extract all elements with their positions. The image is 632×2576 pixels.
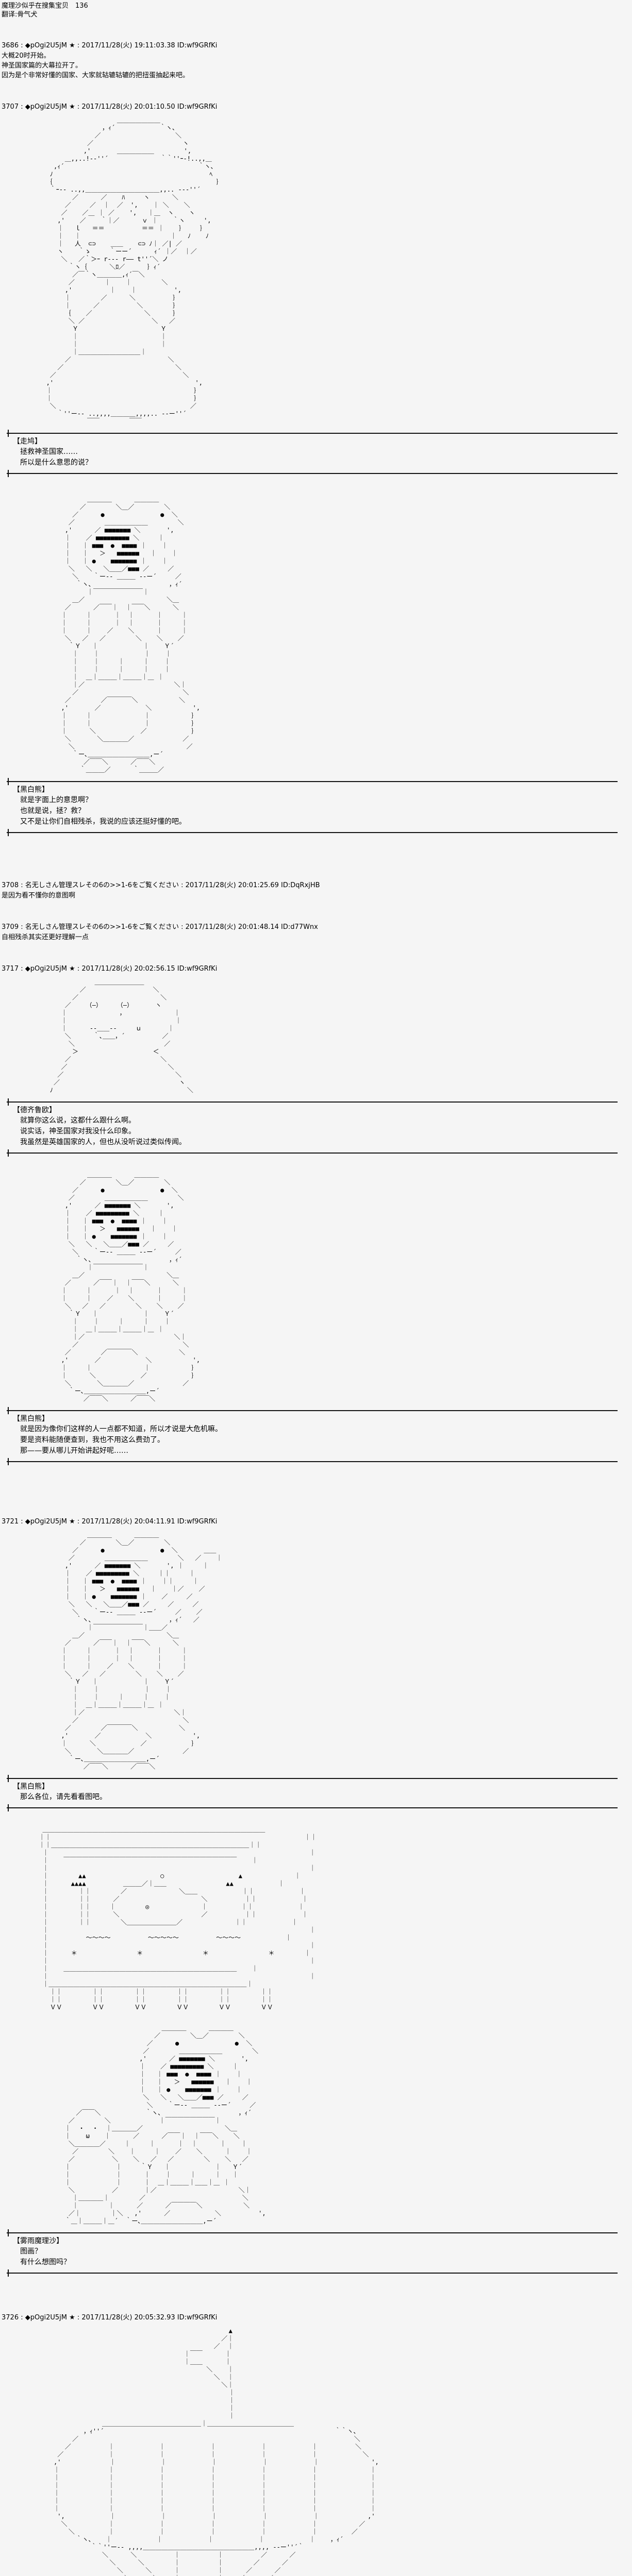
ascii-art: ＿＿＿＿ ＿＿＿＿ ／ ＼＿／ ＼ ／ ● ● ＼ ／ ＿＿＿＿＿＿＿ ＼ ,'… [61,1171,201,1402]
dialog-lines: 图画？ 有什么想图吗？ [9,2246,618,2268]
post-header-text: 3708 : 名无しさん管理スレその6の>>1-6をご覧ください : 2017/… [2,882,320,889]
dialog-line: 那——要从哪儿开始讲起好呢…… [20,1447,128,1455]
body-line: 神圣国家篇的大幕拉开了。 [2,62,82,70]
dialog-lines: 那么各位，请先看看图吧。 [9,1792,618,1803]
dialog-box: 【黑白熊】 就是字面上的意思啊？ 也就是说，拯？救？ 又不是让你们自相残杀，我说的应… [7,778,618,836]
ascii-art: ＿＿＿＿ ＿＿＿＿ ／ ＼＿／ ＼ ／ ● ● ＼ ＿＿ ／ ＿＿＿＿＿＿＿ ＼… [61,1531,223,1770]
thread-header: 魔理沙似乎在搜集宝贝 136 翻译:骨气犬 [2,2,632,19]
dialog-line: 也就是说，拯？救？ [20,807,85,815]
dialog-line: 说实话，神圣国家对我没什么印象。 [20,1127,136,1136]
thread-body: 3686 : ◆pOgi2U5jM ★ : 2017/11/28(火) 19:1… [2,42,632,2576]
dialog-box: 【黑白熊】 就是因为像你们这样的人一点都不知道，所以才说是大危机嘛。要是资料能随… [7,1407,618,1465]
dialog-line: 又不是让你们自相残杀，我说的应该还挺好懂的吧。 [20,818,186,826]
post-header-text: 3721 : ◆pOgi2U5jM ★ : 2017/11/28(火) 20:0… [2,1518,218,1526]
spacer [2,476,632,490]
body-line: 大概20时开始。 [2,52,51,60]
post-header-text: 3707 : ◆pOgi2U5jM ★ : 2017/11/28(火) 20:0… [2,103,218,111]
post-header: 3726 : ◆pOgi2U5jM ★ : 2017/11/28(火) 20:0… [2,2314,632,2322]
post-body: 大概20时开始。神圣国家篇的大幕拉开了。因为是个非常好懂的国家、大家就轱辘轱辘的… [2,51,632,80]
spacer [2,2276,632,2291]
dialog-speaker: 【走鸠】 [13,437,42,446]
dialog-speaker: 【黑白熊】 [13,1783,49,1791]
dialog-speaker: 【雾雨魔理沙】 [13,2237,63,2245]
spacer [2,1156,632,1166]
spacer [2,1464,632,1495]
dialog-speaker: 【德齐鲁欧】 [13,1106,56,1114]
dialog-line: 拯救神圣国家…… [20,448,78,456]
post-body: 是因为看不懂你的意图啊 [2,891,632,901]
post-body: 自相残杀其实还更好理解一点 [2,933,632,942]
dialog-line: 就算你这么说，这都什么跟什么啊。 [20,1116,136,1125]
post-header: 3721 : ◆pOgi2U5jM ★ : 2017/11/28(火) 20:0… [2,1518,632,1526]
dialog-lines: 就算你这么说，这都什么跟什么啊。说实话，神圣国家对我没什么印象。我虽然是英雄国家… [9,1115,618,1148]
post-header: 3709 : 名无しさん管理スレその6の>>1-6をご覧ください : 2017/… [2,923,632,931]
ascii-art: ＿＿＿＿ ＿＿＿＿ ／ ＼＿／ ＼ ／ ● ● ＼ ／ ＿＿＿＿＿＿＿ ＼ ,'… [61,496,201,773]
ascii-art: ＿＿＿＿＿＿＿＿ ／ ＼ ／ ＼ ／ （―） （―） ヽ ｜ ， ｜ ｜ [49,978,193,1094]
post-header-text: 3717 : ◆pOgi2U5jM ★ : 2017/11/28(火) 20:0… [2,965,218,973]
dialog-lines: 拯救神圣国家…… 所以是什么意思的说？ [9,447,618,468]
dialog-line: 要是资料能随便查到，我也不用这么费劲了。 [20,1436,164,1444]
dialog-lines: 就是因为像你们这样的人一点都不知道，所以才说是大危机嘛。要是资料能随便查到，我也… [9,1424,618,1456]
ascii-art: ＿＿＿＿＿＿＿ ，ｨ´ ｀ヽ、 ／ ＼ ／ ヽ ,' ＿＿＿＿＿＿ ', ＿,,… [46,116,223,425]
body-line: 自相残杀其实还更好理解一点 [2,934,89,941]
dialog-speaker: 【黑白熊】 [13,1415,49,1423]
thread-title: 魔理沙似乎在搜集宝贝 136 [2,2,88,10]
ascii-art: ＿＿＿＿＿＿＿＿＿＿＿＿＿＿＿＿＿＿＿＿＿＿＿＿＿＿＿＿＿＿＿＿＿＿＿＿ ｜｜ … [39,1826,317,2011]
dialog-line: 所以是什么意思的说？ [20,459,92,467]
dialog-line: 我虽然是英雄国家的人，但也从没听说过类似传闻。 [20,1138,186,1146]
dialog-lines: 就是字面上的意思啊？ 也就是说，拯？救？ 又不是让你们自相残杀，我说的应该还挺好懂的… [9,795,618,827]
dialog-box: 【德齐鲁欧】 就算你这么说，这都什么跟什么啊。说实话，神圣国家对我没什么印象。我… [7,1098,618,1157]
thread-translator: 翻译:骨气犬 [2,11,38,19]
dialog-line: 有什么想图吗？ [20,2258,71,2266]
post-header: 3717 : ◆pOgi2U5jM ★ : 2017/11/28(火) 20:0… [2,965,632,973]
dialog-line: 就是字面上的意思啊？ [20,796,92,804]
post-header: 3707 : ◆pOgi2U5jM ★ : 2017/11/28(火) 20:0… [2,103,632,111]
dialog-box: 【走鸠】 拯救神圣国家…… 所以是什么意思的说？ [7,430,618,477]
ascii-art: ＿＿＿＿ ＿＿＿＿ ／ ＼＿／ ＼ ／ ● ● ＼ ／ ＿＿＿＿＿＿＿ ＼ [64,2024,266,2225]
dialog-line: 就是因为像你们这样的人一点都不知道，所以才说是大危机嘛。 [20,1425,222,1433]
dialog-line: 那么各位，请先看看图吧。 [20,1793,107,1801]
post-header-text: 3709 : 名无しさん管理スレその6の>>1-6をご覧ください : 2017/… [2,923,318,931]
post-header-text: 3726 : ◆pOgi2U5jM ★ : 2017/11/28(火) 20:0… [2,2314,218,2321]
spacer [2,835,632,859]
spacer [2,1810,632,1821]
dialog-box: 【雾雨魔理沙】 图画？ 有什么想图吗？ [7,2229,618,2277]
post-header-text: 3686 : ◆pOgi2U5jM ★ : 2017/11/28(火) 19:1… [2,42,218,49]
dialog-box: 【黑白熊】 那么各位，请先看看图吧。 [7,1775,618,1811]
dialog-line: 图画？ [20,2247,42,2256]
dialog-speaker: 【黑白熊】 [13,786,49,794]
post-header: 3686 : ◆pOgi2U5jM ★ : 2017/11/28(火) 19:1… [2,42,632,50]
body-line: 是因为看不懂你的意图啊 [2,892,76,900]
ascii-art: ▲ ／｜ ／ ｜ ｜￣￣ ｜ [54,2327,379,2576]
body-line: 因为是个非常好懂的国家、大家就轱辘轱辘的把扭蛋抽起来吧。 [2,72,190,79]
post-header: 3708 : 名无しさん管理スレその6の>>1-6をご覧ください : 2017/… [2,882,632,890]
